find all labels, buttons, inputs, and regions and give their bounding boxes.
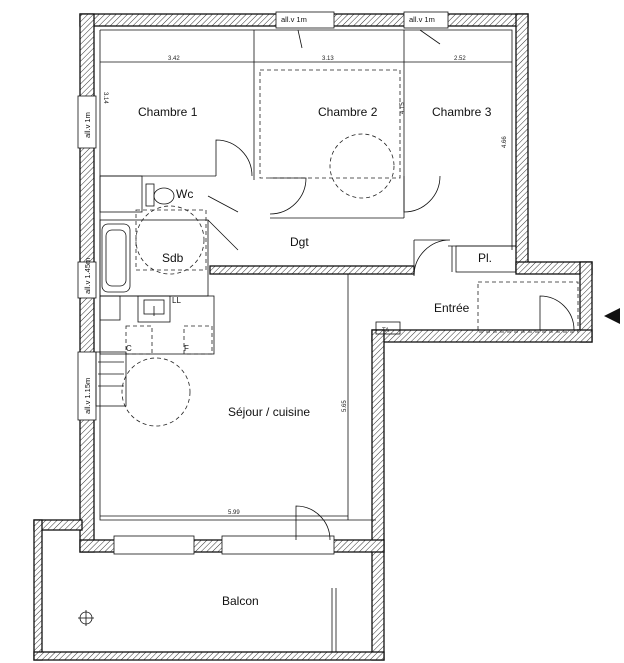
window-label-left-1: all.v 1m	[83, 112, 92, 138]
code-ta: TA	[382, 328, 389, 334]
room-label-chambre-1: Chambre 1	[138, 105, 198, 119]
window-top-2	[403, 11, 449, 29]
code-f: F	[184, 344, 189, 353]
room-label-sejour: Séjour / cuisine	[228, 405, 310, 419]
window-label-top-1: all.v 1m	[281, 15, 307, 24]
room-label-dgt: Dgt	[290, 235, 309, 249]
dim-chambre2-depth: 4.15	[400, 102, 406, 114]
window-label-top-2: all.v 1m	[409, 15, 435, 24]
window-left-2	[77, 261, 97, 299]
window-bay-2	[221, 535, 335, 555]
room-label-sdb: Sdb	[162, 251, 184, 265]
room-label-chambre-3: Chambre 3	[432, 105, 492, 119]
bathroom-fixtures	[101, 183, 207, 293]
dim-sejour-width: 5.99	[228, 510, 240, 516]
room-label-wc: Wc	[176, 187, 193, 201]
window-label-left-2: all.v 1.45m	[83, 258, 92, 294]
room-label-entree: Entrée	[434, 301, 470, 315]
window-bay-1	[113, 535, 195, 555]
room-label-placard: Pl.	[478, 251, 492, 265]
entry-closet	[375, 281, 579, 335]
room-label-chambre-2: Chambre 2	[318, 105, 378, 119]
turning-circles	[121, 69, 401, 427]
doors	[207, 29, 575, 541]
exterior-walls	[33, 13, 593, 661]
entry-arrow-icon	[604, 308, 620, 324]
window-label-left-3: all.v 1.15m	[83, 378, 92, 414]
dim-chambre2-width: 3.13	[322, 56, 334, 62]
dim-chambre1-width: 3.42	[168, 56, 180, 62]
window-top-1	[275, 11, 335, 29]
partitions	[95, 30, 517, 520]
code-ll: LL	[172, 296, 181, 305]
inner-wall-lines	[99, 29, 513, 521]
code-c: C	[126, 344, 132, 353]
room-label-balcon: Balcon	[222, 594, 259, 608]
dim-chambre3-depth: 4.66	[502, 136, 508, 148]
windows	[77, 11, 449, 555]
window-left-1	[77, 95, 97, 149]
dim-sejour-depth: 5.65	[342, 400, 348, 412]
dim-chambre3-width: 2.52	[454, 56, 466, 62]
dim-chambre1-depth: 3.14	[102, 92, 108, 104]
balcony-details	[78, 588, 337, 652]
dimension-lines	[100, 61, 512, 517]
